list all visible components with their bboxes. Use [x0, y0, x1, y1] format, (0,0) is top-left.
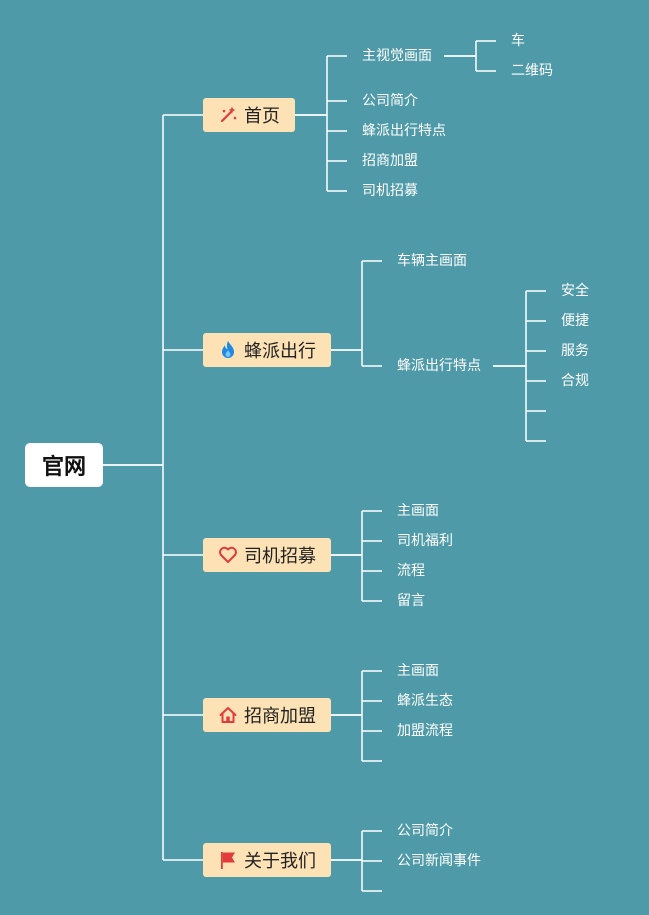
leaf-label[interactable]: 流程: [397, 563, 425, 579]
leaf-label[interactable]: 公司简介: [362, 93, 418, 109]
flame-icon: [218, 340, 238, 360]
leaf-label[interactable]: 蜂派出行特点: [362, 123, 446, 139]
sub-leaf-label[interactable]: 二维码: [511, 63, 553, 79]
leaf-label[interactable]: 留言: [397, 593, 425, 609]
branch-node[interactable]: 关于我们: [203, 843, 331, 877]
leaf-label[interactable]: 蜂派出行特点: [397, 358, 481, 374]
leaf-label[interactable]: 司机福利: [397, 533, 453, 549]
magic-wand-icon: [218, 105, 238, 125]
heart-icon: [218, 545, 238, 565]
leaf-label[interactable]: 车辆主画面: [397, 253, 467, 269]
leaf-label[interactable]: 招商加盟: [362, 153, 418, 169]
leaf-label[interactable]: 司机招募: [362, 183, 418, 199]
sub-leaf-label[interactable]: 安全: [561, 283, 589, 299]
flag-icon: [218, 850, 238, 870]
branch-label: 首页: [244, 106, 280, 127]
root-label: 官网: [41, 455, 86, 480]
leaf-label[interactable]: 加盟流程: [397, 723, 453, 739]
leaf-label[interactable]: 主视觉画面: [362, 48, 432, 64]
branch-label: 司机招募: [244, 546, 316, 567]
branch-label: 招商加盟: [244, 706, 316, 727]
sub-leaf-label[interactable]: 便捷: [561, 313, 589, 329]
home-icon: [218, 705, 238, 725]
branch-node[interactable]: 首页: [203, 98, 295, 132]
leaf-label[interactable]: 公司新闻事件: [397, 853, 481, 869]
branch-node[interactable]: 蜂派出行: [203, 333, 331, 367]
sub-leaf-label[interactable]: 车: [511, 33, 525, 49]
sub-leaf-label[interactable]: 服务: [561, 343, 589, 359]
leaf-label[interactable]: 公司简介: [397, 823, 453, 839]
branch-label: 蜂派出行: [244, 341, 316, 362]
branch-label: 关于我们: [244, 851, 316, 872]
root-node[interactable]: 官网: [25, 443, 103, 487]
sub-leaf-label[interactable]: 合规: [561, 373, 589, 389]
leaf-label[interactable]: 蜂派生态: [397, 693, 453, 709]
branch-node[interactable]: 招商加盟: [203, 698, 331, 732]
branch-node[interactable]: 司机招募: [203, 538, 331, 572]
leaf-label[interactable]: 主画面: [397, 663, 439, 679]
leaf-label[interactable]: 主画面: [397, 503, 439, 519]
